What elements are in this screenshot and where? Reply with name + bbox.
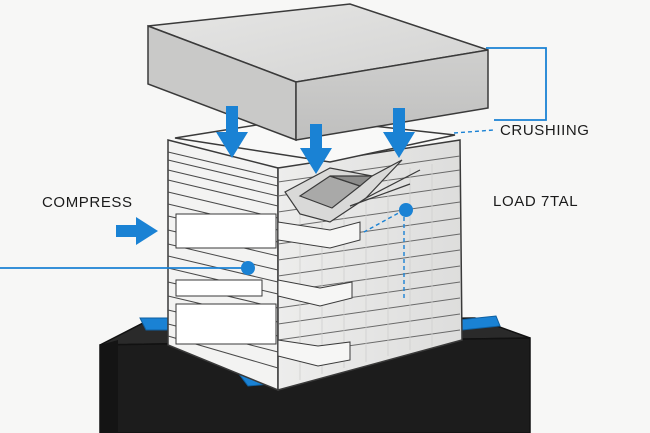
callout-load (363, 203, 413, 300)
callout-compress (0, 261, 255, 275)
crush-fold (284, 159, 421, 223)
label-load: LOAD 7TAL (493, 193, 579, 210)
callout-dot (241, 261, 255, 275)
callout-dot (399, 203, 413, 217)
pressing-slab (147, 3, 489, 142)
label-compress: COMPRESS (42, 194, 133, 211)
down-arrow-icon (216, 106, 248, 158)
right-arrow-icon (116, 217, 158, 245)
callout-crushing (453, 47, 547, 134)
label-crushing: CRUSHIING (500, 122, 590, 139)
down-arrow-icon (383, 108, 415, 158)
down-arrow-icon (300, 124, 332, 174)
